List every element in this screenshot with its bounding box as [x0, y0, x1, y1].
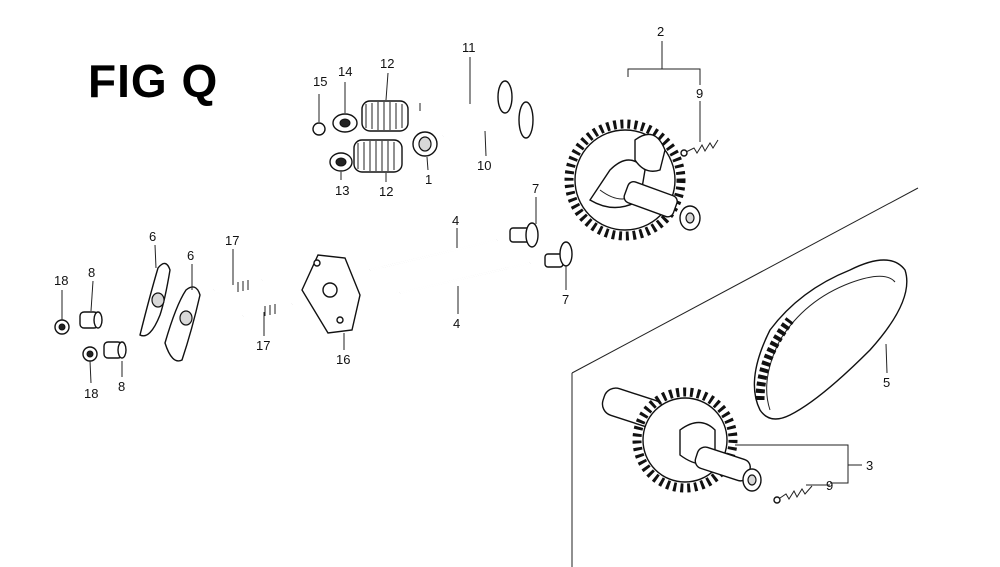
part-9-spring-upper [680, 139, 719, 157]
callout-4-lower: 4 [453, 316, 460, 331]
figure-title: FIG Q [88, 55, 219, 107]
callout-4-upper: 4 [452, 213, 459, 228]
callout-14: 14 [338, 64, 352, 79]
callout-3: 3 [866, 458, 873, 473]
part-17-stud-lower [242, 302, 293, 318]
callout-17-upper: 17 [225, 233, 239, 248]
callout-16: 16 [336, 352, 350, 367]
part-18-nut-upper [54, 319, 70, 335]
callout-13: 13 [335, 183, 349, 198]
callout-7-upper: 7 [532, 181, 539, 196]
part-10-valve [442, 101, 534, 139]
callout-5: 5 [883, 375, 890, 390]
part-9-spring-lower [773, 485, 813, 504]
callout-6-right: 6 [187, 248, 194, 263]
callout-12-lower: 12 [379, 184, 393, 199]
part-3-crankshaft-gear [601, 387, 762, 493]
callout-18-lower: 18 [84, 386, 98, 401]
callout-9-lower: 9 [826, 478, 833, 493]
part-15-ring [312, 122, 326, 136]
leader-lines [61, 41, 888, 486]
callout-12-upper: 12 [380, 56, 394, 71]
part-14-retainer [332, 113, 358, 133]
callout-9-upper: 9 [696, 86, 703, 101]
part-16-rocker-plate [301, 254, 361, 334]
callout-15: 15 [313, 74, 327, 89]
callout-8-lower: 8 [118, 379, 125, 394]
callout-labels: 15 14 12 11 2 9 13 12 1 10 7 4 6 17 6 18… [54, 24, 890, 493]
part-6-rocker-arm-right [164, 286, 201, 362]
part-7-tappet-upper [509, 222, 539, 248]
callout-7-lower: 7 [562, 292, 569, 307]
part-18-nut-lower [82, 346, 98, 362]
part-4-pushrod-upper [369, 239, 498, 271]
callout-18-upper: 18 [54, 273, 68, 288]
callout-6-left: 6 [149, 229, 156, 244]
callout-17-lower: 17 [256, 338, 270, 353]
callout-10: 10 [477, 158, 491, 173]
part-12-spring-lower [353, 139, 403, 173]
part-8-pivot-upper [79, 311, 103, 329]
part-2-camshaft-gear [564, 119, 701, 241]
part-4-pushrod-lower [399, 262, 531, 294]
part-1-valve-seat [412, 131, 438, 157]
part-5-timing-chain [753, 259, 908, 420]
part-7-tappet-lower [544, 241, 573, 268]
inset-frame [571, 187, 919, 567]
part-11-valve [419, 80, 513, 114]
part-13-retainer [329, 152, 353, 172]
part-12-spring-upper [361, 100, 409, 132]
callout-1: 1 [425, 172, 432, 187]
part-8-pivot-lower [103, 341, 127, 359]
part-6-rocker-arm-left [139, 262, 171, 337]
part-17-stud-upper [213, 278, 263, 292]
callout-2: 2 [657, 24, 664, 39]
callout-11: 11 [462, 40, 476, 55]
callout-8-upper: 8 [88, 265, 95, 280]
